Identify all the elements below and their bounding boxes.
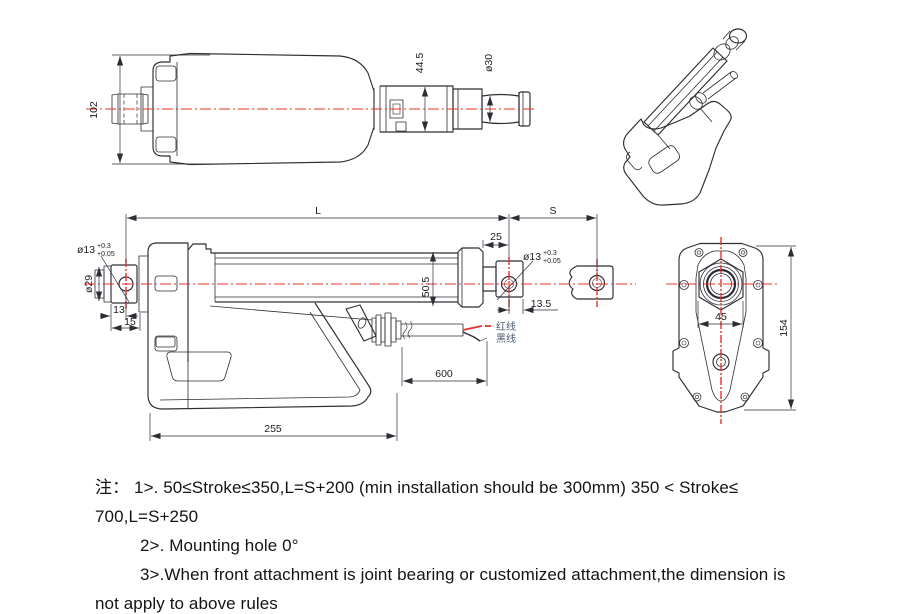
iso-clevis-cap <box>713 28 748 61</box>
clamp-tab-2 <box>154 335 178 352</box>
dim-S: S <box>510 205 598 276</box>
red-wire-label: 红线 <box>496 320 516 333</box>
end-view: 45 154 <box>666 237 796 424</box>
dim-45: 45 <box>697 301 744 328</box>
dim-154-label: 154 <box>778 319 790 337</box>
handle-recess <box>166 351 232 382</box>
end-view-outline <box>672 242 770 413</box>
screw-bosses <box>679 248 763 402</box>
front-hole-tol-upper: +0.3 <box>543 250 557 257</box>
note-line-2: 700,L=S+250 <box>95 507 199 526</box>
tube-end-cap <box>457 247 484 308</box>
red-wire <box>462 325 483 331</box>
black-wire-label: 黑线 <box>496 332 516 345</box>
dim-13-5-label: 13.5 <box>531 298 552 310</box>
iso-hook <box>626 151 643 171</box>
dim-15: 15 <box>112 313 141 332</box>
black-wire <box>462 331 481 342</box>
top-view: 102 44.5 ø30 <box>86 53 536 166</box>
dim-13: 13 <box>100 293 138 331</box>
dim-154: 154 <box>744 245 796 411</box>
clamp-tab-1 <box>154 275 178 292</box>
dim-25-label: 25 <box>490 231 502 243</box>
face-teardrop <box>695 250 747 402</box>
dim-600: 600 <box>401 341 488 386</box>
dim-50-5: 50.5 <box>420 252 437 306</box>
isometric-view <box>622 28 748 206</box>
front-hole-dia-label: ø13 <box>523 251 541 263</box>
piston-rod <box>482 266 497 292</box>
rear-pin-top <box>111 93 149 125</box>
dim-102: 102 <box>88 54 210 165</box>
cable-gland <box>345 304 402 347</box>
callout-rear-hole: ø13 +0.3 +0.05 <box>77 243 130 303</box>
power-cable: 红线 黑线 <box>401 320 516 345</box>
dim-d30-label: ø30 <box>483 54 495 72</box>
iso-motor-body <box>622 100 732 206</box>
dim-d30: ø30 <box>483 54 495 122</box>
note-line-4: 3>.When front attachment is joint bearin… <box>140 565 786 584</box>
note-line-3: 2>. Mounting hole 0° <box>140 536 299 555</box>
dim-15-label: 15 <box>124 316 136 328</box>
dim-L-label: L <box>315 205 321 217</box>
outer-tube <box>214 252 458 303</box>
clamp-tab-top-1 <box>155 65 177 82</box>
note-line-1: 注： 1>. 50≤Stroke≤350,L=S+200 (min instal… <box>95 478 739 497</box>
dim-44-5: 44.5 <box>414 53 429 131</box>
dim-13-5: 13.5 <box>497 293 558 314</box>
dim-L: L <box>125 205 510 263</box>
front-hole-tol-lower: +0.05 <box>543 258 561 265</box>
dim-50-5-label: 50.5 <box>420 277 432 298</box>
dim-d29: ø29 <box>83 267 103 301</box>
detached-clevis <box>568 259 614 307</box>
rear-hole-tol-upper: +0.3 <box>97 243 111 250</box>
gear-housing <box>147 242 189 362</box>
dim-600-label: 600 <box>435 368 453 380</box>
rear-hole-dia-label: ø13 <box>77 244 95 256</box>
clamp-tab-top-2 <box>155 136 177 153</box>
dim-25: 25 <box>482 231 508 249</box>
iso-handle-cutout <box>648 145 681 174</box>
note-line-5: not apply to above rules <box>95 594 278 613</box>
iso-tube <box>643 47 728 136</box>
notes-block: 注： 1>. 50≤Stroke≤350,L=S+200 (min instal… <box>95 473 915 614</box>
dim-13-label: 13 <box>113 304 125 316</box>
dim-d29-label: ø29 <box>83 275 95 293</box>
bracket-ear <box>345 304 377 342</box>
dim-S-label: S <box>549 205 556 217</box>
dim-45-label: 45 <box>715 311 727 323</box>
rear-hole-tol-lower: +0.05 <box>97 251 115 258</box>
rod-end-top-view <box>481 92 520 126</box>
dim-255: 255 <box>149 393 398 441</box>
dim-102-label: 102 <box>88 101 100 119</box>
iso-rod <box>689 71 738 110</box>
side-view: 红线 黑线 L S 25 50.5 <box>77 205 636 441</box>
dim-255-label: 255 <box>264 423 282 435</box>
callout-front-hole: ø13 +0.3 +0.05 <box>496 250 561 301</box>
dim-44-5-label: 44.5 <box>414 53 426 74</box>
top-bracket <box>187 243 215 254</box>
motor-housing <box>147 302 373 410</box>
